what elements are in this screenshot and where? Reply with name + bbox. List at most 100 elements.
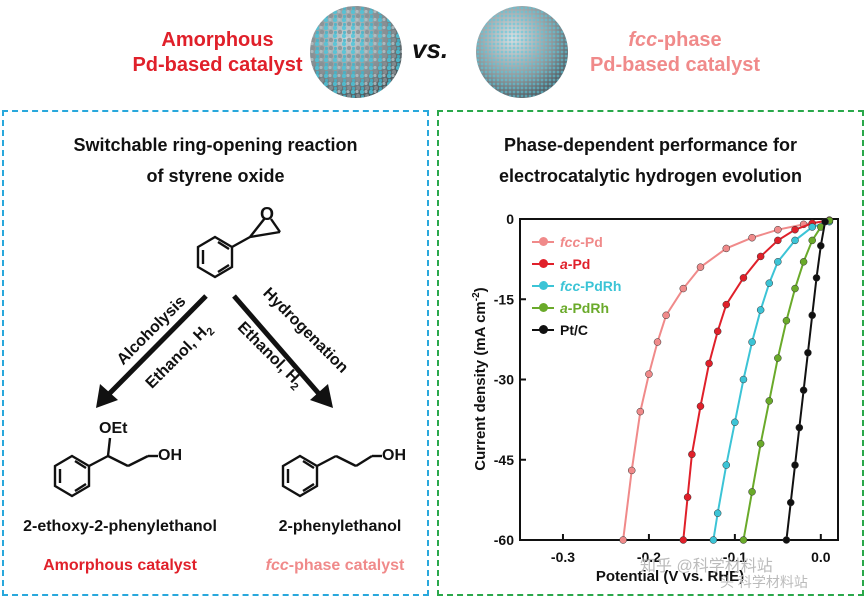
left-title-line1: Switchable ring-opening reaction xyxy=(73,135,358,155)
oh-right-label: OH xyxy=(382,447,406,464)
header-left-title: Amorphous Pd-based catalyst xyxy=(100,28,335,78)
data-point xyxy=(812,274,821,282)
data-point xyxy=(748,488,756,496)
fcc-nanoparticle-image xyxy=(476,6,568,98)
catalyst-right-em: fcc xyxy=(265,557,289,574)
y-axis-label-end: ) xyxy=(472,287,489,293)
styrene-oxide-structure xyxy=(196,217,281,279)
legend-name: -Pd xyxy=(580,234,603,250)
right-title-line1: Phase-dependent performance for xyxy=(503,135,798,155)
data-point xyxy=(765,397,773,405)
data-point xyxy=(705,359,713,368)
svg-text:O: O xyxy=(260,204,274,224)
data-point xyxy=(756,306,765,314)
data-point xyxy=(739,274,748,282)
y-axis-label-main: Current density (mA cm xyxy=(472,301,489,471)
data-point xyxy=(645,370,653,378)
header-right-line2: Pd-based catalyst xyxy=(589,54,761,76)
legend-marker-dot xyxy=(539,303,548,312)
y-tick-label: -15 xyxy=(494,291,514,307)
data-point xyxy=(756,439,765,448)
right-panel xyxy=(437,110,864,596)
data-point xyxy=(791,461,799,469)
legend-name-em: fcc xyxy=(560,278,581,294)
data-point xyxy=(774,354,782,362)
y-tick-label: 0 xyxy=(506,211,514,227)
data-point xyxy=(786,498,795,507)
catalyst-left-label: Amorphous catalyst xyxy=(43,557,197,574)
x-tick-label: -0.3 xyxy=(551,549,575,565)
y-axis-label: Current density (mA cm-2) xyxy=(471,259,489,499)
header-left-line1: Amorphous xyxy=(161,29,274,51)
legend-marker-dot xyxy=(539,325,548,334)
amorphous-nanoparticle-image xyxy=(310,6,402,98)
catalyst-right-rest: -phase catalyst xyxy=(288,557,405,574)
data-point xyxy=(731,418,739,427)
data-point xyxy=(808,223,816,231)
legend-name: -PdRh xyxy=(567,300,610,316)
data-point xyxy=(748,233,756,242)
vs-label: vs. xyxy=(412,34,449,64)
y-tick-label: -30 xyxy=(494,372,514,388)
legend-marker-dot xyxy=(539,259,548,268)
legend-entry: a-Pd xyxy=(532,254,590,274)
data-point xyxy=(722,461,731,469)
legend-name: -Pd xyxy=(567,256,591,272)
watermark-zhihu: 知乎 @科学材料站 xyxy=(640,558,773,575)
legend-marker xyxy=(532,237,554,246)
ethoxy-product-structure xyxy=(53,437,158,498)
header-right-em: fcc xyxy=(628,29,658,51)
data-point xyxy=(748,338,756,346)
data-point xyxy=(774,236,782,245)
phenylethanol-structure xyxy=(281,454,382,498)
catalyst-right-label: fcc-phase catalyst xyxy=(250,557,420,575)
legend-name-em: a xyxy=(560,300,568,316)
legend-name-em: fcc xyxy=(560,234,581,250)
header-right-title: fcc-phase Pd-based catalyst xyxy=(555,28,795,78)
data-point xyxy=(799,258,808,266)
data-point xyxy=(722,244,731,253)
data-point xyxy=(795,423,804,432)
data-point xyxy=(808,236,816,245)
oh-left-label: OH xyxy=(158,447,182,464)
data-point xyxy=(782,316,791,325)
left-panel-title: Switchable ring-opening reaction of styr… xyxy=(2,130,429,192)
data-point xyxy=(696,263,705,271)
data-point xyxy=(791,225,799,234)
data-point xyxy=(653,338,662,346)
legend-marker-dot xyxy=(539,281,548,290)
product-left-name: 2-ethoxy-2-phenylethanol xyxy=(23,518,217,535)
data-point xyxy=(688,450,696,459)
x-tick-label: -0.1 xyxy=(723,549,747,565)
legend-name: Pt/C xyxy=(560,322,588,338)
x-tick-label: 0.0 xyxy=(811,549,831,565)
legend-name: -PdRh xyxy=(580,278,622,294)
legend-entry: a-PdRh xyxy=(532,298,609,318)
right-panel-title: Phase-dependent performance for electroc… xyxy=(437,130,864,192)
legend-marker-dot xyxy=(539,237,548,246)
data-point xyxy=(683,493,692,501)
y-axis-label-sup: -2 xyxy=(471,292,482,302)
legend-entry: fcc-Pd xyxy=(532,232,603,252)
data-point xyxy=(739,375,748,384)
y-tick-label: -45 xyxy=(494,452,514,468)
watermark-weibo: 头 科学材料站 xyxy=(720,574,808,590)
series-line xyxy=(682,219,830,541)
left-title-line2: of styrene oxide xyxy=(146,166,285,186)
alcoholysis-arrow xyxy=(96,294,208,408)
y-tick-label: -60 xyxy=(494,532,514,548)
data-point xyxy=(799,386,808,394)
series-line xyxy=(742,219,831,541)
legend-entry: fcc-PdRh xyxy=(532,276,621,296)
data-point xyxy=(791,236,799,245)
legend-entry: Pt/C xyxy=(532,320,588,340)
header-left-line2: Pd-based catalyst xyxy=(132,54,303,76)
data-point xyxy=(765,279,773,287)
data-point xyxy=(619,536,627,544)
data-point xyxy=(739,536,748,544)
hydrogenation-arrow xyxy=(232,294,333,408)
legend-marker xyxy=(532,303,554,312)
legend-name-em: a xyxy=(560,256,568,272)
